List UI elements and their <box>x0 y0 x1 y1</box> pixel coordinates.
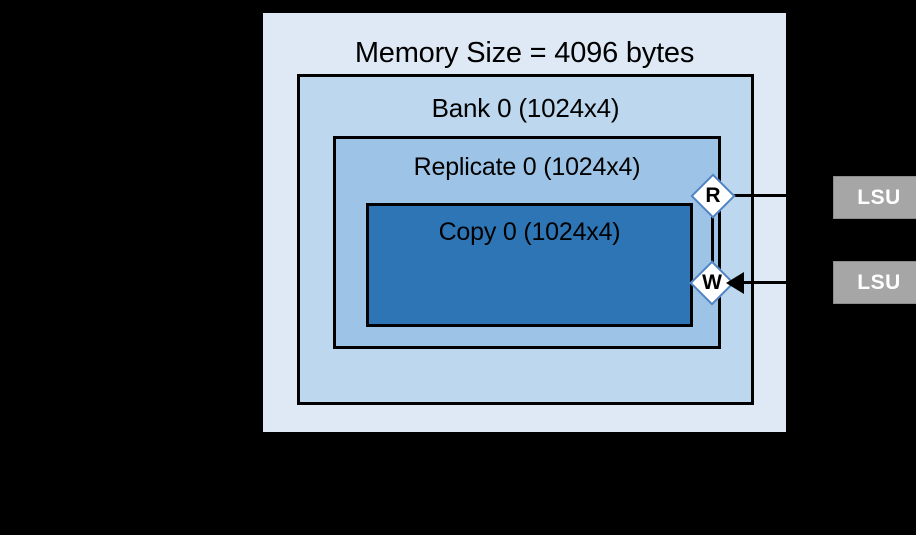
write-port-label: W <box>702 271 722 294</box>
lsu-write-block: LSU <box>833 261 916 304</box>
read-port-diamond: R <box>690 173 736 219</box>
replicate-block: Replicate 0 (1024x4) Copy 0 (1024x4) <box>333 136 721 349</box>
read-connection-line <box>729 194 787 197</box>
copy-label: Copy 0 (1024x4) <box>438 218 621 246</box>
replicate-label: Replicate 0 (1024x4) <box>413 153 641 181</box>
read-port-label: R <box>705 184 721 207</box>
write-port-diamond: W <box>689 260 735 306</box>
port-connector-line <box>711 215 714 263</box>
bank-block: Bank 0 (1024x4) Replicate 0 (1024x4) Cop… <box>297 74 754 405</box>
write-arrow-icon <box>726 272 744 294</box>
bank-label: Bank 0 (1024x4) <box>431 93 620 123</box>
copy-block: Copy 0 (1024x4) <box>366 203 693 327</box>
lsu-read-block: LSU <box>833 176 916 219</box>
memory-label: Memory Size = 4096 bytes <box>354 37 695 69</box>
write-connection-line <box>729 281 787 284</box>
memory-block: Memory Size = 4096 bytes Bank 0 (1024x4)… <box>263 13 786 432</box>
